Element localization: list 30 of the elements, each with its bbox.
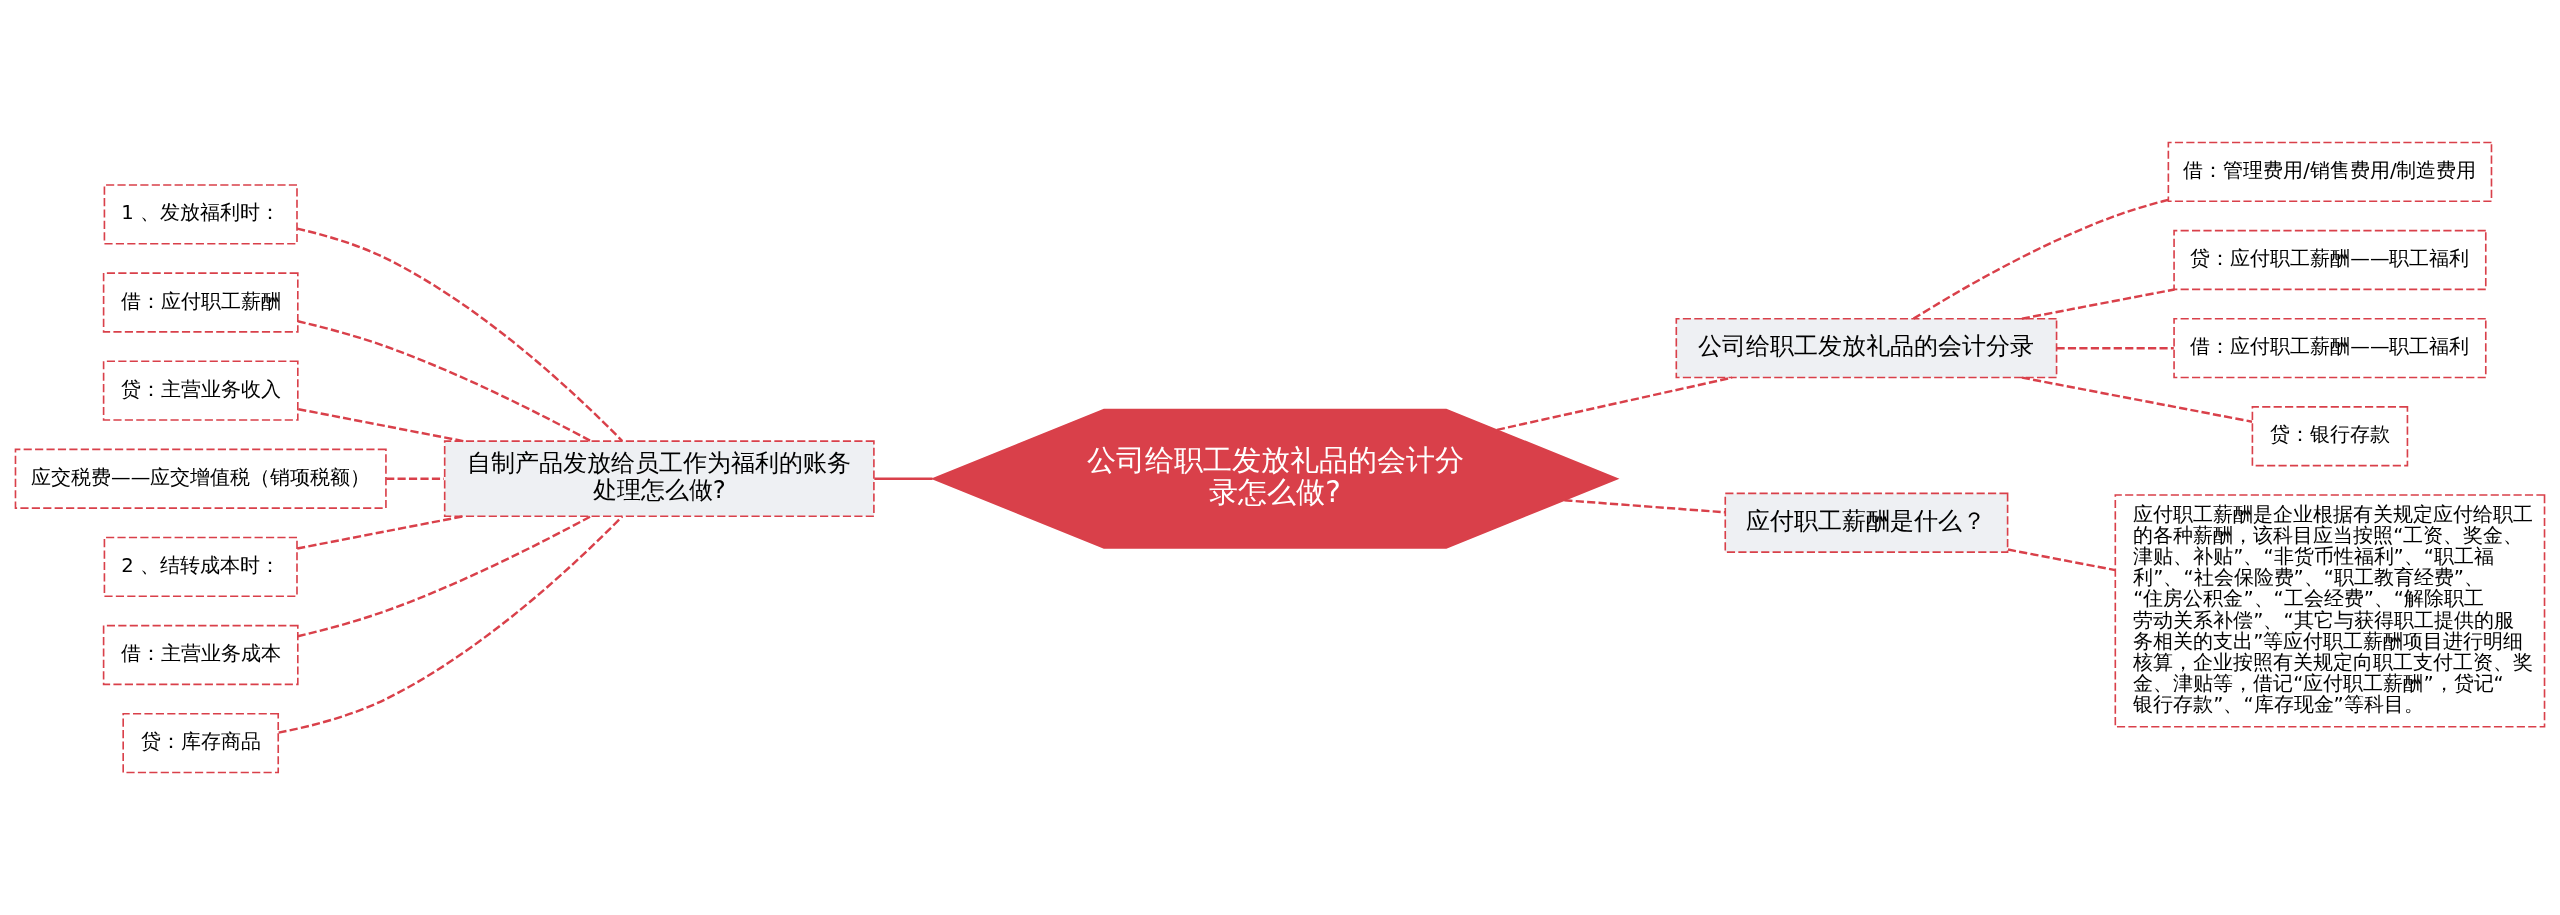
connector [386,477,444,480]
node-box: 贷：银行存款 [2251,406,2409,467]
connector [296,227,624,442]
connector [297,515,592,638]
node-box: 贷：应付职工薪酬——职工福利 [2173,229,2487,291]
node-box: 2 、结转成本时： [103,536,298,598]
connector [874,477,933,480]
connector [2021,376,2253,423]
connector [2056,346,2174,350]
node-box: 借：应付职工薪酬 [102,272,299,333]
connector [2021,288,2175,320]
node-box: 借：主营业务成本 [102,624,299,686]
connector [2007,548,2116,572]
node-box: 贷：库存商品 [122,712,280,774]
connector [297,515,464,550]
node-box: 应付职工薪酬是什么？ [1724,492,2009,553]
connector [297,320,592,443]
connector [298,407,464,443]
node-box: 借：管理费用/销售费用/制造费用 [2167,141,2493,203]
node-box: 1 、发放福利时： [103,184,298,245]
connector [1496,376,1733,431]
node-box: 自制产品发放给员工作为福利的账务处理怎么做? [443,440,875,518]
node-box: 借：应付职工薪酬——职工福利 [2173,317,2487,379]
node-box: 应交税费——应交增值税（销项税额） [14,448,387,509]
connector [1564,499,1726,514]
node-box: 公司给职工发放礼品的会计分录 [1675,317,2058,379]
connector [1912,198,2169,320]
node-box: 应付职工薪酬是企业根据有关规定应付给职工的各种薪酬，该科目应当按照“工资、奖金、津贴、补贴”、“非货币性福利”、“职工福利”、“社会保险费”、“职工教育经费”、“住房公积金”、“工会经费”、“解除职工劳动关系补偿”、“其它与获得职工提供的服务相关的支出”等应付职工薪酬项目进行明细核算，企业按照有关规定向职工支付工资、奖金、津贴等，借记“应付职工薪酬”，贷记“银行存款”、“库存现金”等科目。 [2114,494,2546,728]
connector [278,515,624,734]
node-box: 贷：主营业务收入 [102,360,299,421]
